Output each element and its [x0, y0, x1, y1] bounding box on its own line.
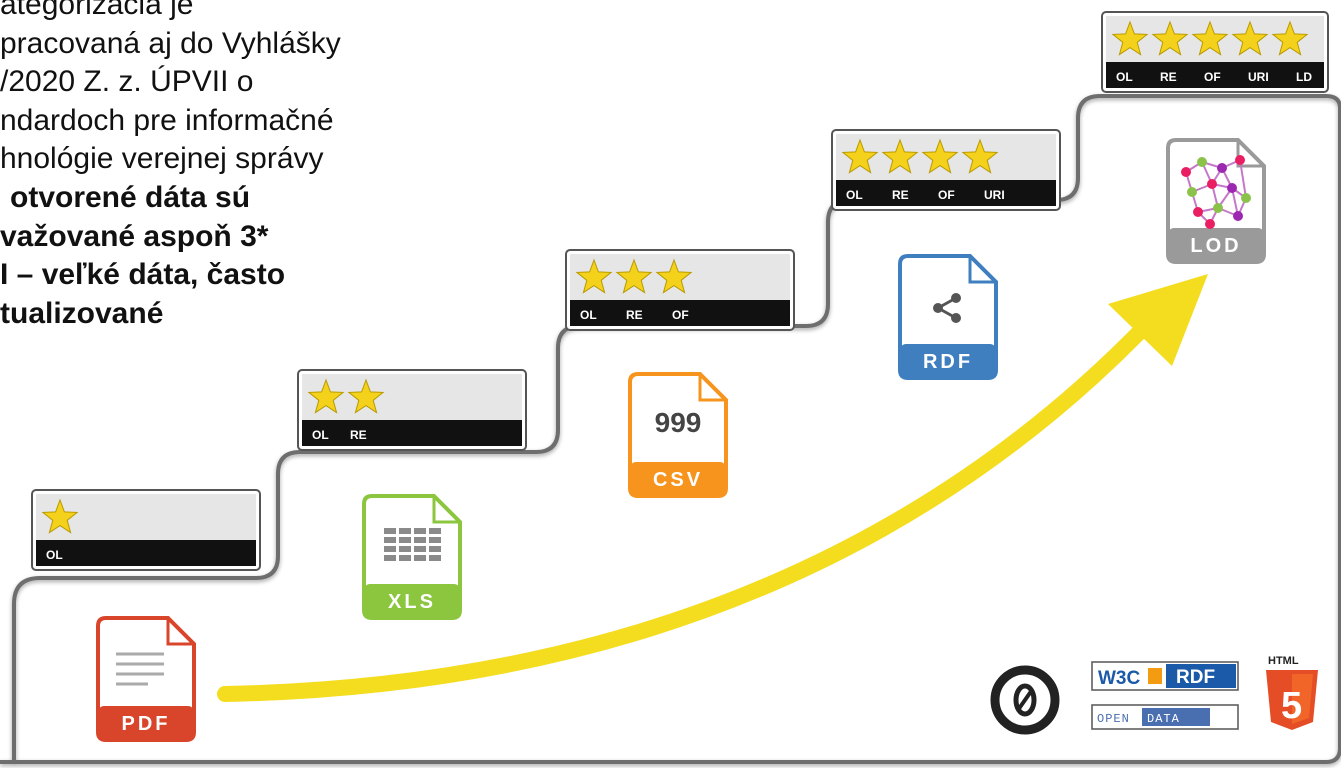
rating-badge-1: OL: [31, 489, 261, 571]
text-line-7: važované aspoň 3*: [0, 219, 269, 253]
progress-arrow: [217, 292, 1178, 702]
star-icon: [841, 138, 879, 174]
badge-code-ol: OL: [312, 428, 329, 442]
badge-code-uri: URI: [1248, 70, 1269, 84]
rating-badge-5: OL RE OF URI LD: [1101, 11, 1329, 93]
text-line-4: ndardoch pre informačné: [0, 103, 334, 137]
cc0-logo: [990, 665, 1060, 735]
star-icon: [1111, 20, 1149, 56]
badge-code-re: RE: [626, 308, 643, 322]
star-icon: [307, 378, 345, 414]
text-line-9: tualizované: [0, 296, 164, 330]
text-line-3: /2020 Z. z. ÚPVII o: [0, 65, 254, 99]
badge-code-ol: OL: [580, 308, 597, 322]
description-text: ategorizácia je pracovaná aj do Vyhlášky…: [0, 0, 420, 333]
data-label: DATA: [1147, 712, 1180, 726]
csv-quote-glyph: 999: [655, 407, 702, 438]
badge-code-ol: OL: [846, 188, 863, 202]
star-icon: [1151, 20, 1189, 56]
badge-code-re: RE: [1160, 70, 1177, 84]
file-format-label: PDF: [122, 713, 171, 735]
star-icon: [41, 498, 79, 534]
badge-star-area: [36, 494, 256, 540]
html5-label: HTML: [1268, 655, 1299, 667]
rating-badge-3: OL RE OF: [565, 249, 795, 331]
star-icon: [1271, 20, 1309, 56]
star-icon: [1231, 20, 1269, 56]
star-icon: [615, 258, 653, 294]
badge-code-of: OF: [1204, 70, 1221, 84]
open-data-logo: OPEN DATA: [1091, 704, 1239, 730]
w3c-rdf-logo: W3C RDF: [1091, 661, 1239, 691]
badge-code-re: RE: [892, 188, 909, 202]
file-format-label: LOD: [1190, 235, 1241, 257]
badge-code-bar: [302, 420, 522, 446]
file-format-label: CSV: [653, 469, 703, 491]
rating-badge-2: OL RE: [297, 369, 527, 451]
file-icon-lod: LOD: [1166, 138, 1266, 264]
star-icon: [655, 258, 693, 294]
file-format-label: RDF: [923, 351, 973, 373]
file-icon-rdf: RDF: [898, 254, 998, 380]
file-icon-pdf: PDF: [96, 616, 196, 742]
badge-code-uri: URI: [984, 188, 1005, 202]
file-icon-xls: XLS: [362, 494, 462, 620]
text-line-8: I – veľké dáta, často: [0, 258, 286, 292]
badge-code-bar: [36, 540, 256, 566]
star-icon: [575, 258, 613, 294]
badge-code-ol: OL: [1116, 70, 1133, 84]
star-icon: [1191, 20, 1229, 56]
badge-code-of: OF: [672, 308, 689, 322]
staircase-outline: [0, 94, 1341, 764]
w3c-label: W3C: [1098, 668, 1141, 689]
badge-code-ld: LD: [1296, 70, 1312, 84]
rating-badge-4: OL RE OF URI: [831, 129, 1061, 211]
star-icon: [921, 138, 959, 174]
badge-star-area: [302, 374, 522, 420]
rdf-label: RDF: [1176, 667, 1215, 688]
html5-number: 5: [1281, 685, 1302, 727]
text-line-5: hnológie verejnej správy: [0, 142, 324, 176]
file-icon-csv: CSV 999: [628, 372, 728, 498]
star-icon: [347, 378, 385, 414]
text-line-6: otvorené dáta sú: [10, 180, 251, 214]
text-line-2: pracovaná aj do Vyhlášky: [0, 26, 341, 60]
badge-code-bar: [1106, 62, 1324, 88]
star-icon: [961, 138, 999, 174]
badge-code-ol: OL: [46, 548, 63, 562]
badge-code-re: RE: [350, 428, 367, 442]
badge-code-bar: [836, 180, 1056, 206]
progress-arrow-head: [1108, 274, 1208, 366]
open-label: OPEN: [1097, 712, 1130, 726]
star-icon: [881, 138, 919, 174]
html5-logo: HTML 5: [1266, 655, 1318, 730]
badge-code-bar: [570, 300, 790, 326]
file-format-label: XLS: [388, 591, 436, 613]
text-line-1: ategorizácia je: [0, 0, 194, 21]
badge-code-of: OF: [938, 188, 955, 202]
